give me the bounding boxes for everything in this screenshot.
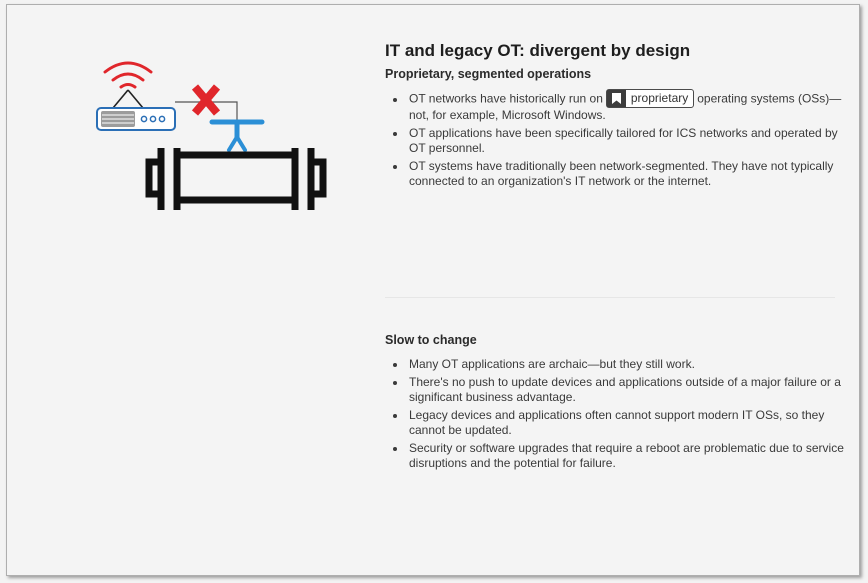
wifi-signal-icon bbox=[103, 61, 153, 89]
glossary-term-label: proprietary bbox=[630, 90, 689, 105]
bullet-list-proprietary: OT networks have historically run onprop… bbox=[385, 89, 845, 190]
pipe-icon bbox=[145, 148, 327, 210]
ot-illustration bbox=[96, 61, 327, 210]
list-item: Many OT applications are archaic—but the… bbox=[407, 357, 845, 373]
list-item: OT networks have historically run onprop… bbox=[407, 89, 845, 124]
section-heading-proprietary: Proprietary, segmented operations bbox=[385, 67, 592, 81]
slide-card: IT and legacy OT: divergent by design Pr… bbox=[6, 4, 860, 576]
glossary-term-button[interactable]: proprietary bbox=[605, 89, 695, 108]
valve-icon bbox=[209, 119, 265, 152]
section-heading-slow-to-change: Slow to change bbox=[385, 333, 477, 347]
wifi-router-icon bbox=[96, 107, 176, 131]
page-title: IT and legacy OT: divergent by design bbox=[385, 41, 691, 60]
bookmark-icon bbox=[606, 90, 626, 107]
section-slow-to-change: Slow to change Many OT applications are … bbox=[385, 333, 845, 474]
list-item: Legacy devices and applications often ca… bbox=[407, 408, 845, 439]
list-item: OT applications have been specifically t… bbox=[407, 126, 845, 157]
red-x-icon bbox=[191, 84, 221, 116]
list-item: OT systems have traditionally been netwo… bbox=[407, 159, 845, 190]
section-divider bbox=[385, 297, 835, 298]
list-item: Security or software upgrades that requi… bbox=[407, 441, 845, 472]
bullet-list-slow-to-change: Many OT applications are archaic—but the… bbox=[385, 357, 845, 472]
section-proprietary: IT and legacy OT: divergent by design Pr… bbox=[385, 41, 845, 192]
list-item: There's no push to update devices and ap… bbox=[407, 375, 845, 406]
